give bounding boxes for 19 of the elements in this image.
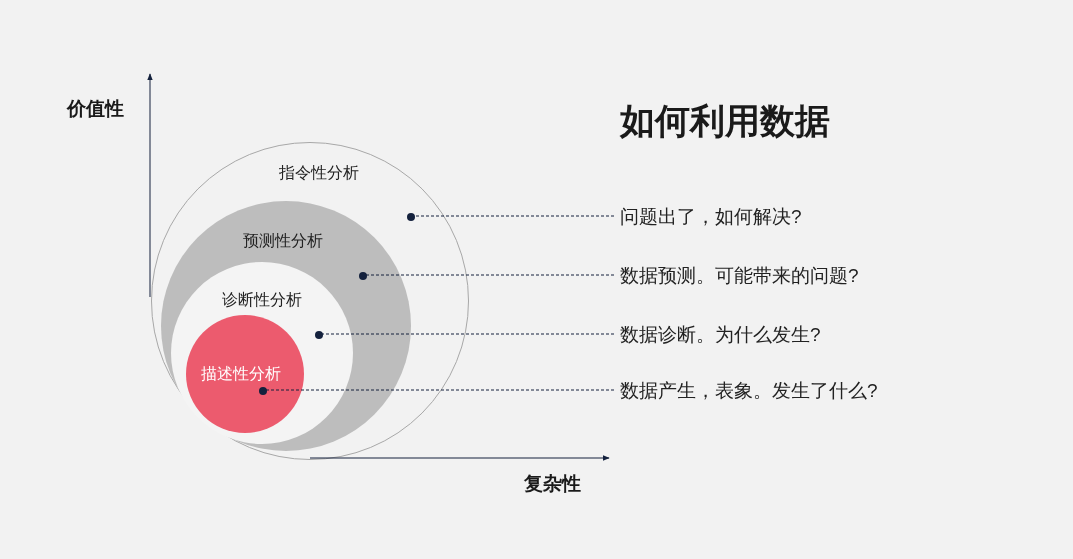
circle-label: 描述性分析 [201, 363, 281, 384]
description-text: 问题出了，如何解决? [620, 204, 802, 230]
axis-label: 复杂性 [524, 472, 581, 496]
circle-label: 诊断性分析 [222, 289, 302, 310]
circle-label: 指令性分析 [279, 162, 359, 183]
description-text: 数据产生，表象。发生了什么? [620, 378, 878, 404]
leader-dot [359, 272, 367, 280]
leader-line [413, 215, 615, 217]
description-text: 数据诊断。为什么发生? [620, 322, 821, 348]
leader-dot [315, 331, 323, 339]
leader-dot [407, 213, 415, 221]
axis-label: 价值性 [67, 97, 124, 121]
leader-line [321, 333, 615, 335]
description-text: 数据预测。可能带来的问题? [620, 263, 859, 289]
leader-dot [259, 387, 267, 395]
leader-line [365, 274, 615, 276]
title: 如何利用数据 [620, 100, 830, 142]
leader-line [265, 389, 615, 391]
circle-label: 预测性分析 [243, 230, 323, 251]
